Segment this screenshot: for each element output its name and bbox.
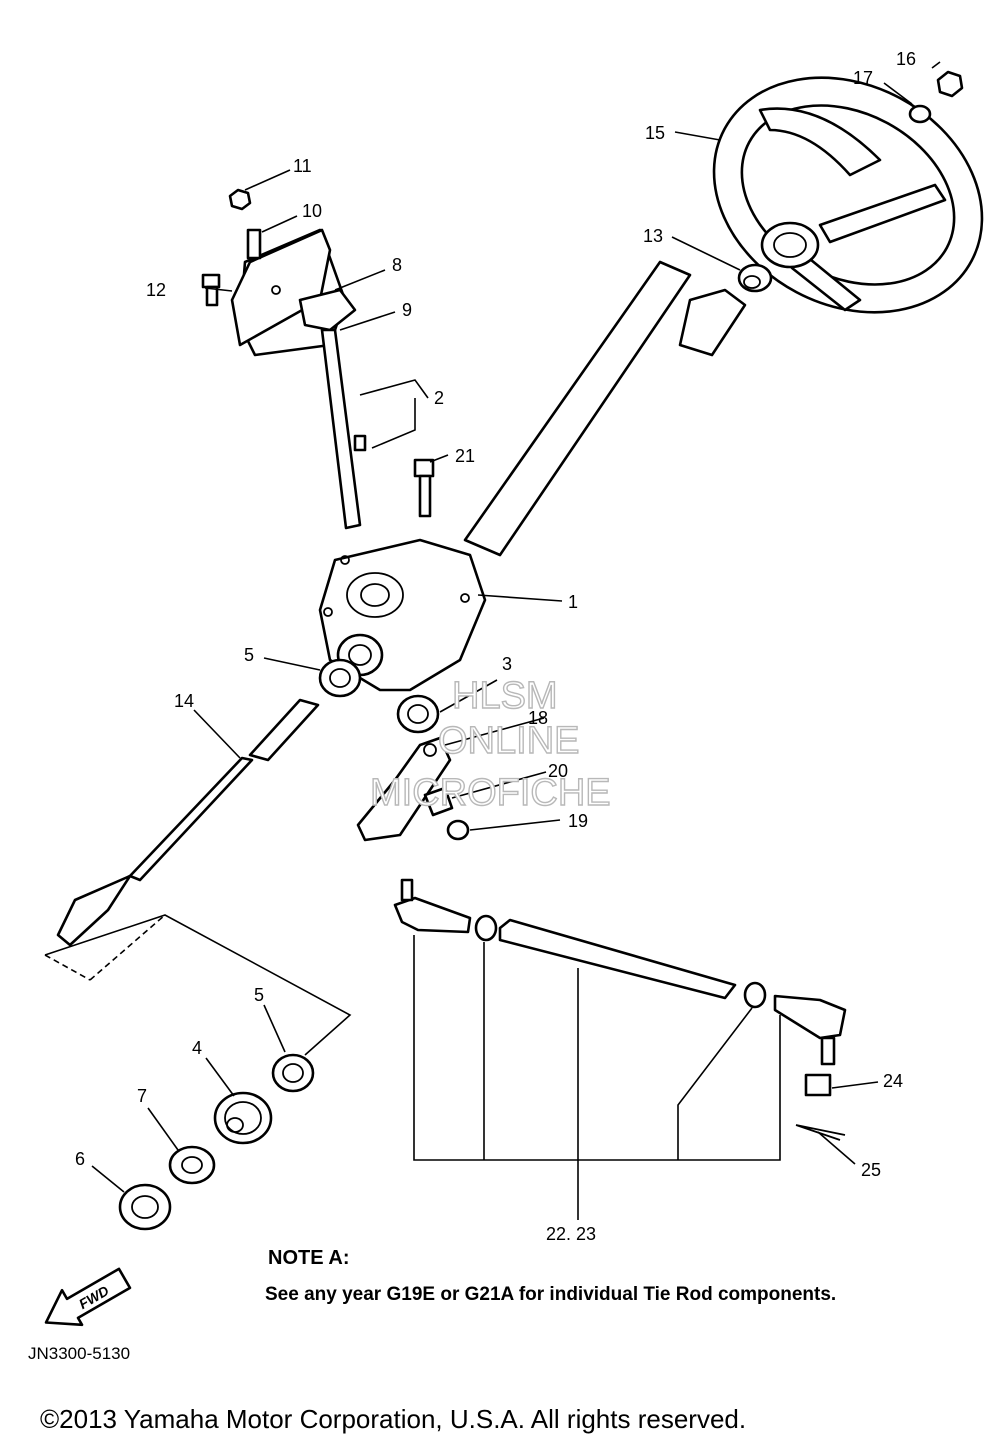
washer-17 <box>908 104 932 124</box>
rack-shaft <box>56 698 320 947</box>
gear-box-housing <box>318 538 487 692</box>
callout-24: 24 <box>883 1071 903 1091</box>
note-a-title: NOTE A: <box>268 1247 349 1269</box>
callout-6: 6 <box>75 1149 85 1169</box>
pitman-arm <box>356 736 452 842</box>
nut-16 <box>936 70 964 98</box>
watermark-line-1: HLSM <box>452 675 558 717</box>
steering-column <box>463 260 692 557</box>
callout-1: 1 <box>568 592 578 612</box>
callout-4: 4 <box>192 1038 202 1058</box>
callout-18: 18 <box>528 708 548 728</box>
lock-washer-20 <box>423 786 454 817</box>
callout-3: 3 <box>502 654 512 674</box>
cotter-pin-25 <box>795 1124 846 1141</box>
note-a: NOTE A: See any year G19E or G21A for in… <box>265 1247 836 1305</box>
bearing-5-lower <box>271 1053 315 1093</box>
watermark-line-2: ONLINE <box>438 720 579 762</box>
callout-5-upper: 5 <box>244 645 254 665</box>
callout-10: 10 <box>302 201 322 221</box>
bushing-13 <box>737 263 773 293</box>
washer-7 <box>168 1145 216 1185</box>
tie-rod-bracket <box>413 935 781 1220</box>
callout-9: 9 <box>402 300 412 320</box>
callout-22-23: 22. 23 <box>546 1224 596 1244</box>
bearing-3 <box>396 694 440 734</box>
nut-19 <box>446 819 470 841</box>
nut-11 <box>228 188 252 211</box>
steering-wheel <box>712 76 984 314</box>
bolt-21 <box>413 458 435 518</box>
callout-11: 11 <box>293 156 312 176</box>
callout-labels: 1 2 3 4 5 5 6 7 8 9 10 11 12 13 14 15 16… <box>75 49 916 1244</box>
pinion-gear-4 <box>213 1091 273 1145</box>
callout-8: 8 <box>392 255 402 275</box>
callout-16: 16 <box>896 49 916 69</box>
callout-2: 2 <box>434 388 444 408</box>
callout-17: 17 <box>853 68 873 88</box>
callout-7: 7 <box>137 1086 147 1106</box>
callout-21: 21 <box>455 446 475 466</box>
callout-25: 25 <box>861 1160 881 1180</box>
diagram-code: JN3300-5130 <box>28 1344 130 1363</box>
castle-nut-24 <box>804 1073 832 1097</box>
callout-13: 13 <box>643 226 663 246</box>
leader-lines <box>91 61 941 1193</box>
copyright-notice: ©2013 Yamaha Motor Corporation, U.S.A. A… <box>40 1404 746 1434</box>
watermark: HLSM ONLINE MICROFICHE <box>369 674 611 814</box>
watermark-line-3: MICROFICHE <box>370 772 611 814</box>
pinion-shaft <box>298 288 367 530</box>
callout-15: 15 <box>645 123 665 143</box>
callout-20: 20 <box>548 761 568 781</box>
callout-14: 14 <box>174 691 194 711</box>
callout-19: 19 <box>568 811 588 831</box>
fwd-arrow-icon: FWD <box>44 1267 132 1327</box>
bolt-12 <box>201 273 221 307</box>
oil-seal-6 <box>118 1183 172 1231</box>
note-a-text: See any year G19E or G21A for individual… <box>265 1284 836 1305</box>
tie-rod-assembly <box>393 878 847 1066</box>
callout-12: 12 <box>146 280 166 300</box>
callout-5-lower: 5 <box>254 985 264 1005</box>
bearing-5-upper <box>318 658 362 698</box>
note-a-bracket <box>44 914 352 1056</box>
stud-10 <box>246 228 262 260</box>
column-collar <box>678 288 747 357</box>
